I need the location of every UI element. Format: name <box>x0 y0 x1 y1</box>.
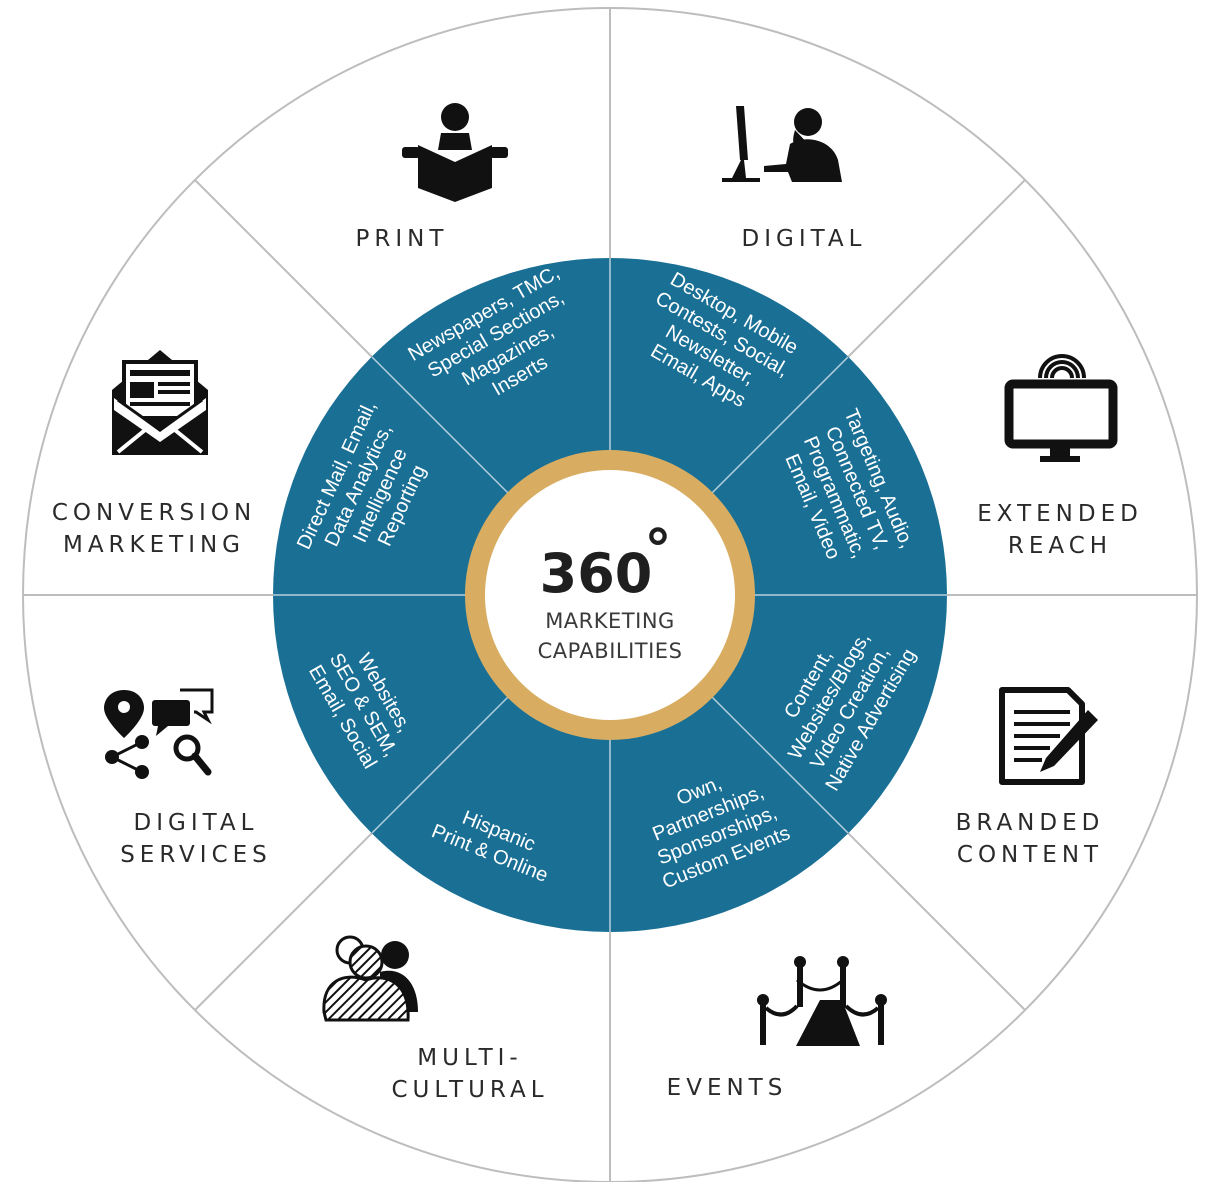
label-events: EVENTS <box>667 1075 788 1101</box>
center-line2: CAPABILITIES <box>538 639 683 663</box>
label-print: PRINT <box>356 226 449 252</box>
center-line1: MARKETING <box>545 609 675 633</box>
label-digital-services-2: SERVICES <box>120 842 272 868</box>
label-extended-reach-2: REACH <box>1008 533 1112 559</box>
label-branded-content-2: CONTENT <box>957 842 1103 868</box>
center-disc <box>485 470 735 720</box>
person-at-computer-icon <box>722 106 842 182</box>
label-digital-services-1: DIGITAL <box>134 810 259 836</box>
label-branded-content-1: BRANDED <box>956 810 1105 836</box>
center-title: 360 <box>540 542 653 605</box>
envelope-newsletter-icon <box>112 350 208 455</box>
people-group-icon <box>322 935 418 1022</box>
label-extended-reach-1: EXTENDED <box>977 501 1143 527</box>
label-conversion-marketing-1: CONVERSION <box>52 500 256 526</box>
connected-tv-icon <box>1004 354 1118 462</box>
label-multi-cultural-2: CULTURAL <box>391 1077 548 1103</box>
center-degree: ° <box>645 518 672 581</box>
document-pen-icon <box>999 687 1098 785</box>
label-conversion-marketing-2: MARKETING <box>63 532 245 558</box>
red-carpet-icon <box>757 956 887 1046</box>
label-multi-cultural-1: MULTI- <box>417 1045 522 1071</box>
location-chat-share-search-icon <box>104 688 214 779</box>
label-digital: DIGITAL <box>742 226 867 252</box>
reading-person-icon <box>402 103 508 202</box>
